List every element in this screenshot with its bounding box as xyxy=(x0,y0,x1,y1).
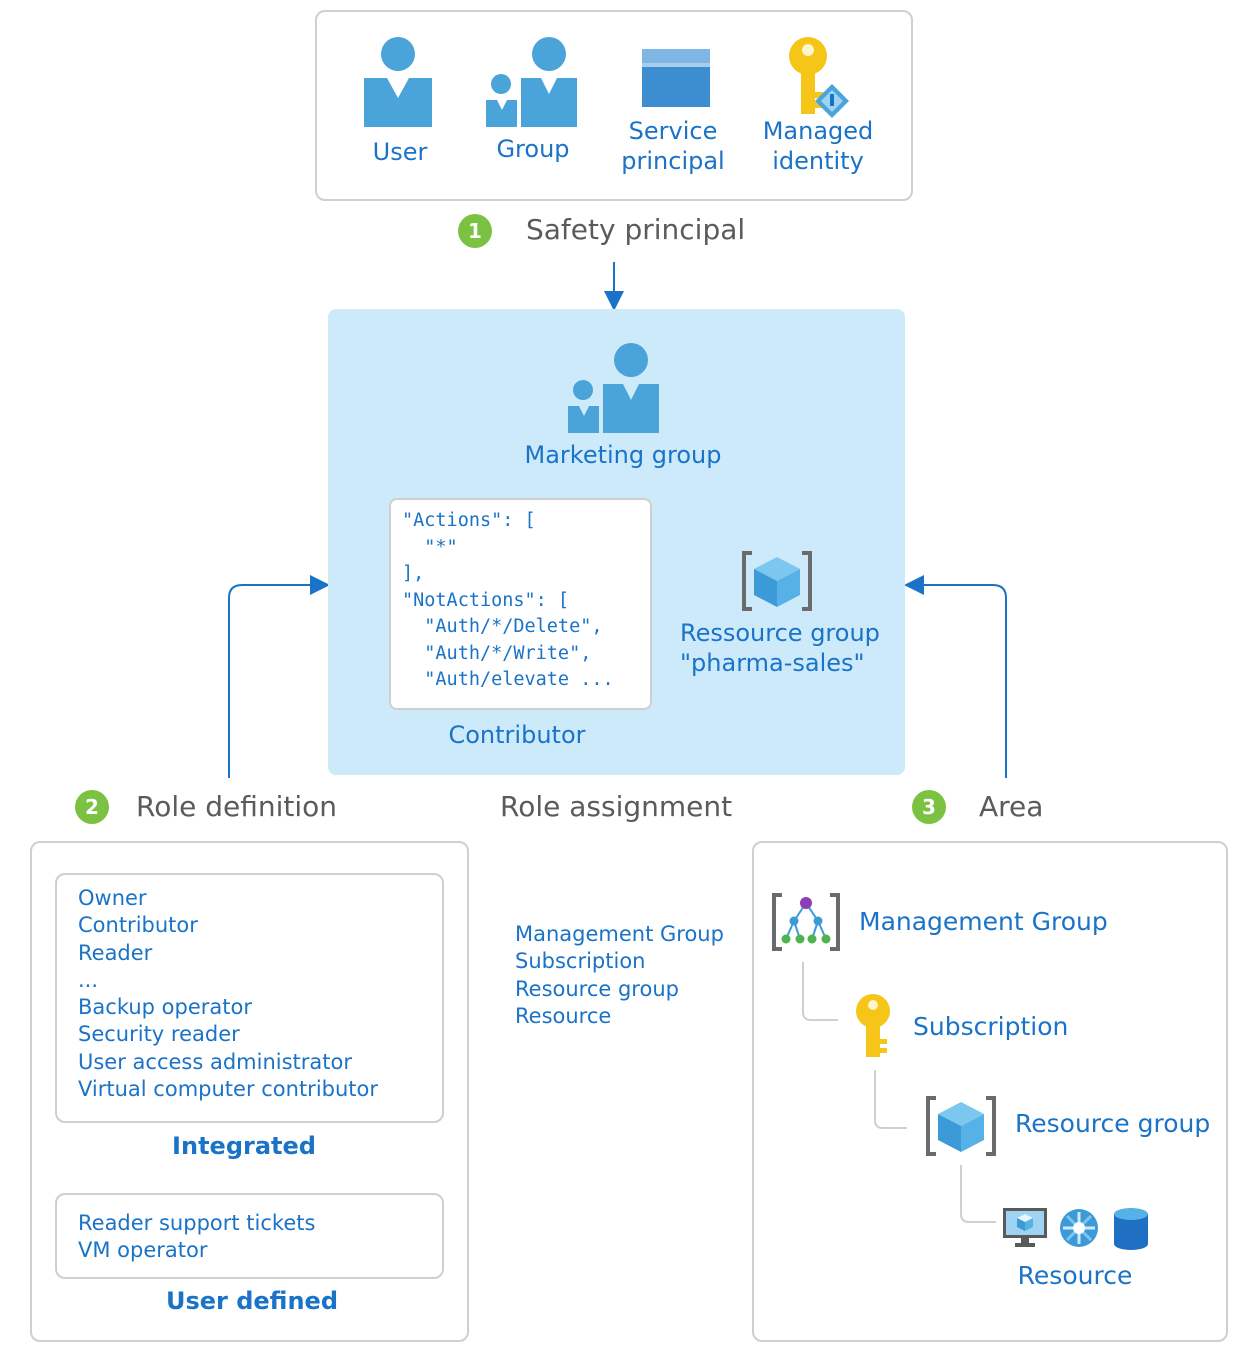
user-icon xyxy=(364,37,432,127)
scope-box xyxy=(752,841,1228,1342)
integrated-roles-list: Owner Contributor Reader ... Backup oper… xyxy=(78,885,378,1103)
network-icon xyxy=(1060,1209,1098,1247)
role-item: ... xyxy=(78,967,99,992)
role-item: Owner xyxy=(78,886,147,910)
resource-group-icon xyxy=(742,551,812,611)
group-label: Group xyxy=(496,135,570,163)
management-group-label: Management Group xyxy=(859,907,1108,936)
security-principal-title: Safety principal xyxy=(526,213,746,246)
integrated-roles-card xyxy=(55,873,444,1123)
scope-title: Area xyxy=(979,790,1044,823)
step-2-badge: 2 xyxy=(75,790,109,824)
role-item: Virtual computer contributor xyxy=(78,1077,379,1102)
role-definition-code-card xyxy=(389,498,652,710)
role-item: Reader support tickets xyxy=(78,1211,316,1235)
role-definition-title: Role definition xyxy=(136,790,338,823)
role-item: Security reader xyxy=(78,1022,240,1047)
custom-roles-card xyxy=(55,1193,444,1279)
resource-group-icon xyxy=(926,1096,996,1156)
group-icon xyxy=(486,37,577,127)
management-group-icon xyxy=(772,893,840,951)
managed-identity-label: Managed identity xyxy=(762,117,874,175)
role-item: User access administrator xyxy=(78,1049,353,1074)
role-item: Contributor xyxy=(78,913,198,938)
marketing-group-label: Marketing group xyxy=(524,441,722,469)
role-item: VM operator xyxy=(78,1238,208,1263)
scope-levels-list: Management Group Subscription Resource g… xyxy=(515,921,724,1030)
managed-identity-icon xyxy=(789,37,849,118)
integrated-caption: Integrated xyxy=(172,1132,316,1160)
service-principal-label: Service principal xyxy=(621,117,725,175)
group-icon xyxy=(568,343,659,433)
role-assignment-title: Role assignment xyxy=(500,790,733,823)
scope-level-item: Resource xyxy=(515,1003,612,1028)
custom-roles-list: Reader support tickets VM operator xyxy=(78,1210,315,1265)
role-item: Reader xyxy=(78,940,153,965)
role-item: Backup operator xyxy=(78,995,252,1020)
contributor-caption: Contributor xyxy=(448,721,586,749)
user-defined-caption: User defined xyxy=(165,1287,339,1315)
subscription-icon xyxy=(856,994,890,1057)
step-1-badge: 1 xyxy=(458,214,492,248)
resource-group-scope-label: Resource group xyxy=(1015,1109,1211,1138)
subscription-label: Subscription xyxy=(913,1012,1069,1041)
scope-level-item: Management Group xyxy=(515,922,724,946)
scope-level-item: Resource group xyxy=(515,976,679,1001)
virtual-machine-icon xyxy=(1003,1208,1047,1247)
step-3-badge: 3 xyxy=(912,790,946,824)
resource-label: Resource xyxy=(1017,1261,1133,1290)
storage-icon xyxy=(1114,1208,1148,1250)
scope-level-item: Subscription xyxy=(515,949,646,974)
role-definition-code: "Actions": [ "*" ], "NotActions": [ "Aut… xyxy=(402,510,614,690)
user-label: User xyxy=(372,138,428,166)
resource-group-label: Ressource group "pharma-sales" xyxy=(680,619,880,677)
service-principal-icon xyxy=(642,49,710,107)
